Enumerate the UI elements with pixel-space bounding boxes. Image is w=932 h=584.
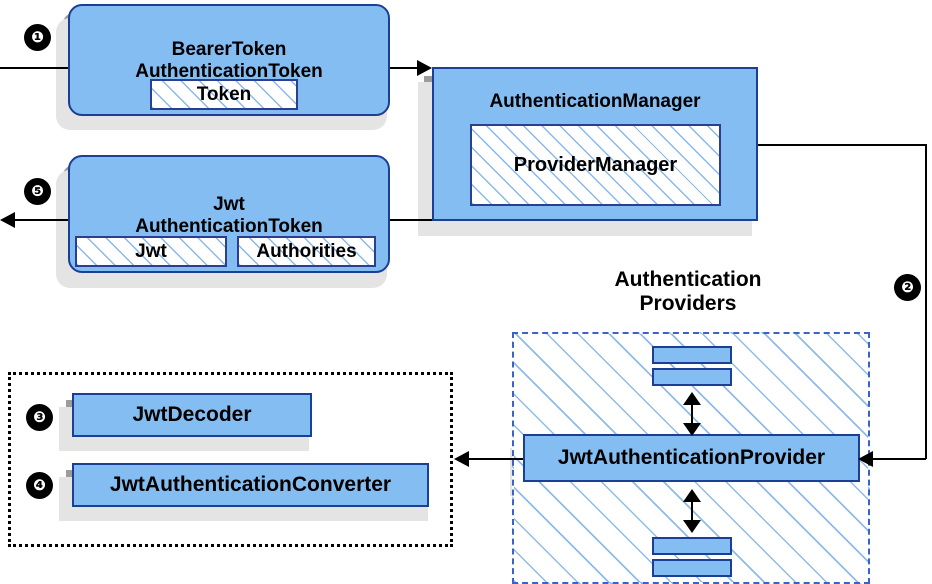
providers-caption-line2: Providers [639,292,737,316]
authentication-providers-caption: Authentication Providers [560,268,816,316]
providers-caption-line1: Authentication [614,268,762,291]
provider-placeholder-bar-bottom-1 [652,537,732,555]
arrowhead-provider-to-support [454,451,469,467]
step-badge-5: ❺ [25,179,50,204]
arrowhead-stack-top-up [683,392,701,405]
arrowhead-stack-top-down [683,423,701,436]
arrowhead-response-out [0,212,15,228]
chip-jwt: Jwt [75,236,227,267]
node-jwt-decoder[interactable]: JwtDecoder [72,393,312,437]
bearer-token-label-line1: BearerToken [171,39,287,60]
jwt-support-region [8,372,453,547]
provider-placeholder-bar-bottom-2 [652,559,732,577]
jwt-decoder-label: JwtDecoder [132,403,252,426]
jwt-authentication-provider-label: JwtAuthenticationProvider [557,446,826,469]
chip-provider-manager: ProviderManager [470,124,721,206]
chip-authorities: Authorities [237,236,376,267]
provider-placeholder-bar-top-2 [652,368,732,386]
arrowhead-into-provider [858,451,873,467]
arrowhead-bearer-to-manager [417,60,432,76]
node-jwt-authentication-provider[interactable]: JwtAuthenticationProvider [523,434,860,482]
step-badge-2: ❷ [895,275,920,300]
step-badge-1: ❶ [25,25,50,50]
connector-request-in [0,67,70,69]
arrowhead-stack-bottom-up [683,489,701,502]
connector-provider-to-support [468,458,524,460]
bearer-token-label-line2: AuthenticationToken [135,61,323,82]
connector-manager-right [758,144,926,146]
connector-manager-to-jwttoken [388,219,434,221]
jwt-token-label-line1: Jwt [213,194,245,215]
connector-provider-stack-bottom [691,492,693,530]
connector-response-out [14,219,74,221]
connector-bearer-to-manager [390,67,420,69]
node-jwt-authentication-converter[interactable]: JwtAuthenticationConverter [72,463,429,507]
step-badge-4: ❹ [27,473,52,498]
jwt-authentication-converter-label: JwtAuthenticationConverter [109,473,392,496]
authentication-manager-label: AuthenticationManager [489,91,701,112]
connector-manager-down [925,144,927,459]
chip-token: Token [150,79,298,110]
provider-placeholder-bar-top-1 [652,346,732,364]
connector-provider-stack-top [691,395,693,433]
arrowhead-stack-bottom-down [683,520,701,533]
step-badge-3: ❸ [27,405,52,430]
connector-into-provider [872,458,926,460]
jwt-token-label-line2: AuthenticationToken [135,216,323,237]
